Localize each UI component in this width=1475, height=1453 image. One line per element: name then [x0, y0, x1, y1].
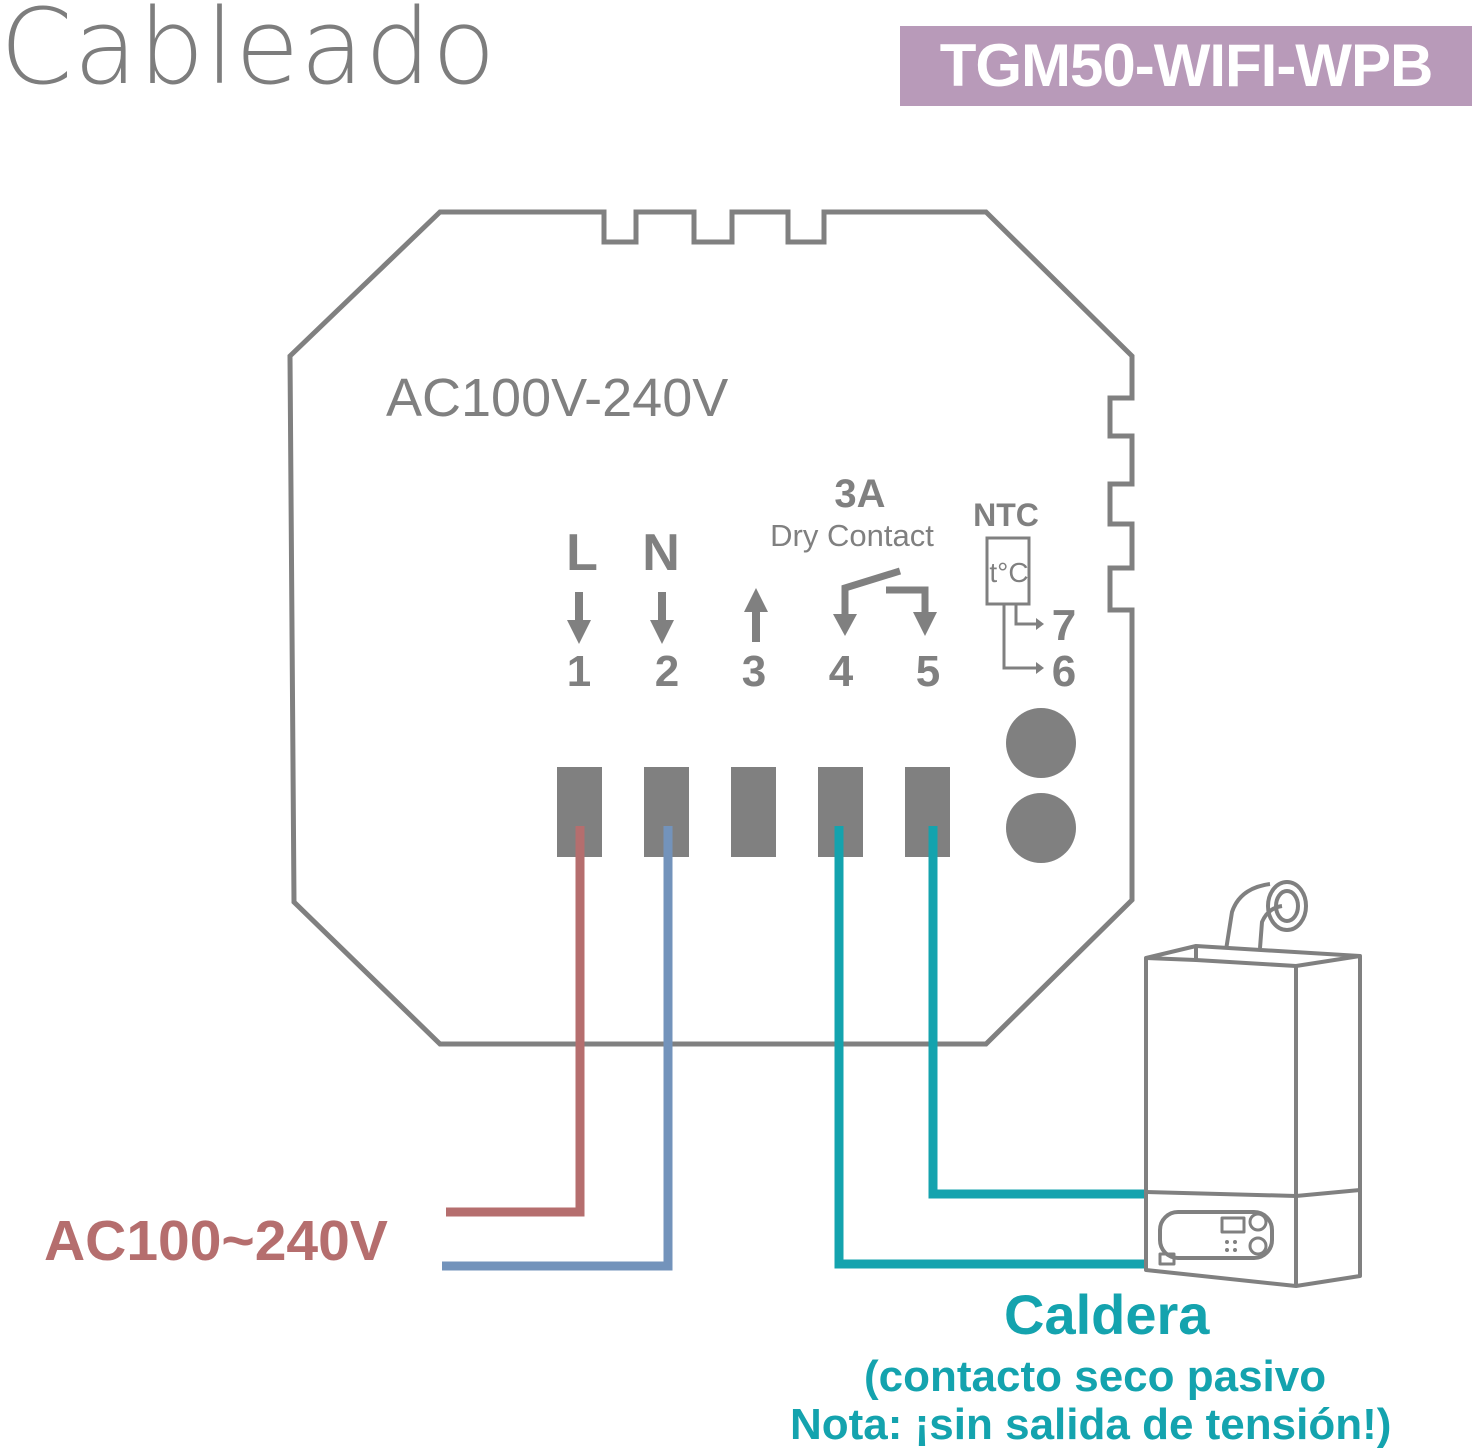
sensor-symbol: t°C	[989, 557, 1028, 588]
boiler-note-line1: (contacto seco pasivo	[864, 1352, 1327, 1401]
boiler-note-line2: Nota: ¡sin salida de tensión!)	[790, 1400, 1392, 1449]
boiler-title: Caldera	[1004, 1283, 1210, 1346]
boiler-wire-4	[834, 826, 1146, 1269]
terminal-number-1: 1	[567, 647, 591, 696]
arrow-up-icon	[744, 588, 768, 612]
terminal-number-3: 3	[742, 647, 766, 696]
relay-rating: 3A	[834, 472, 885, 516]
relay-type: Dry Contact	[770, 518, 934, 553]
relay-contact-icon	[833, 567, 937, 636]
arrow-down-icon	[650, 620, 674, 644]
boiler-wire-5	[928, 826, 1146, 1199]
arrow-down-icon	[567, 620, 591, 644]
terminal-number-2: 2	[655, 647, 679, 696]
page-title: Cableado	[0, 0, 497, 108]
model-badge: TGM50-WIFI-WPB	[900, 26, 1472, 106]
terminal-number-5: 5	[916, 647, 940, 696]
thermostat-body-outline	[287, 209, 1135, 1047]
sensor-terminal-7	[1006, 708, 1076, 778]
sensor-box	[985, 536, 1031, 606]
terminal-block-3	[731, 767, 776, 857]
voltage-label: AC100V-240V	[386, 368, 728, 428]
sensor-terminal-6	[1006, 793, 1076, 863]
terminal-letter-L: L	[566, 524, 598, 582]
arrow-right-icon	[1036, 618, 1044, 630]
terminal-number-7: 7	[1052, 601, 1076, 650]
terminal-number-4: 4	[829, 647, 854, 696]
sensor-lead-7	[1014, 604, 1036, 626]
neutral-wire	[442, 826, 673, 1271]
terminal-block-5	[905, 767, 950, 857]
arrow-up-icon	[752, 610, 760, 642]
sensor-lead-6	[1002, 604, 1036, 670]
boiler-icon	[1144, 880, 1362, 1288]
arrow-down-icon	[658, 592, 666, 622]
terminal-letter-N: N	[642, 524, 680, 582]
power-supply-label: AC100~240V	[44, 1209, 388, 1273]
terminal-number-6: 6	[1052, 647, 1076, 696]
arrow-right-icon	[1036, 662, 1044, 674]
arrow-down-icon	[575, 592, 583, 622]
live-wire	[446, 826, 585, 1217]
sensor-label: NTC	[973, 497, 1039, 533]
